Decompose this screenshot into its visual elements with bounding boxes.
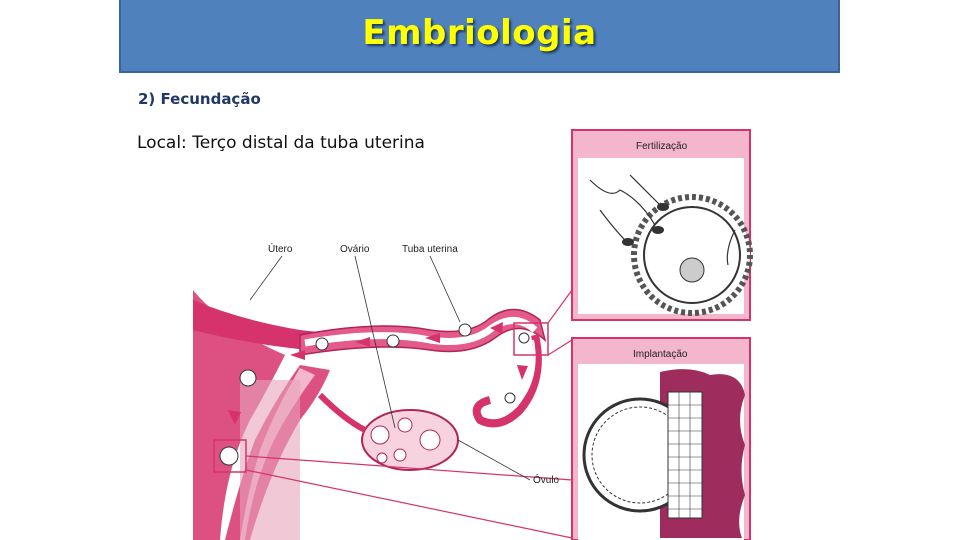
tube-lumen [304, 317, 538, 347]
egg-in-uterus [239, 369, 257, 387]
label-ovario: Ovário [340, 244, 370, 255]
label-tuba: Tuba uterina [402, 244, 458, 255]
egg-in-tube [518, 332, 530, 344]
fertilization-highlight [513, 322, 549, 356]
arrows [228, 322, 528, 425]
egg-in-tube [315, 337, 329, 351]
egg-in-tube [386, 334, 400, 348]
fimbriae [472, 334, 542, 428]
label-ovulo: Óvulo [533, 473, 560, 486]
title-bar: Embriologia [119, 0, 840, 73]
uterus-wall [193, 278, 330, 540]
slide-subtitle: 2) Fecundação [138, 90, 261, 108]
inset-implantacao: Implantação [571, 337, 751, 540]
inset-fertilizacao-title: Fertilização [636, 141, 688, 152]
inset-fertilizacao: Fertilização [571, 129, 753, 321]
egg-in-tube [458, 323, 472, 337]
slide-title: Embriologia [362, 12, 597, 53]
fimbriae-inner [485, 339, 536, 417]
egg-in-tube [504, 392, 516, 404]
inset-implantacao-title: Implantação [633, 349, 688, 360]
uterus-body-hatch [240, 380, 300, 540]
label-utero: Útero [268, 242, 293, 255]
local-text: Local: Terço distal da tuba uterina [137, 133, 425, 153]
fallopian-tube [299, 308, 547, 356]
